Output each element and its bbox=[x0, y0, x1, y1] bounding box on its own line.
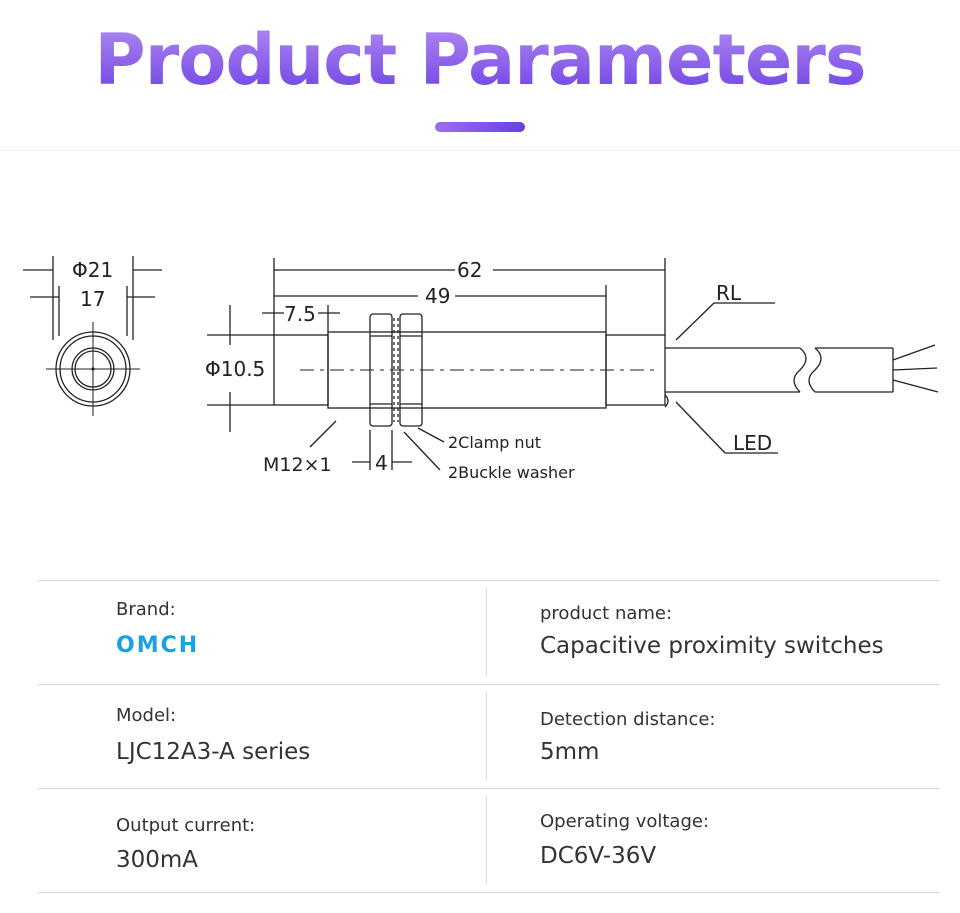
rl-label: RL bbox=[716, 281, 742, 305]
product-name-value: Capacitive proximity switches bbox=[540, 633, 884, 659]
led-label: LED bbox=[733, 431, 772, 455]
outer-dia-label: Φ21 bbox=[72, 258, 113, 282]
table-row: Brand: OMCH product name: Capacitive pro… bbox=[38, 580, 940, 684]
thread-length-label: 49 bbox=[425, 284, 450, 308]
nut-width-label: 4 bbox=[375, 451, 388, 475]
dimension-drawing: Φ21 17 62 49 7.5 Φ10.5 M12×1 4 2Clamp nu… bbox=[23, 256, 939, 482]
model-value: LJC12A3-A series bbox=[116, 739, 311, 765]
output-current-label: Output current: bbox=[116, 815, 256, 836]
operating-voltage-value: DC6V-36V bbox=[540, 843, 657, 869]
front-offset-label: 7.5 bbox=[284, 302, 316, 326]
total-length-label: 62 bbox=[457, 258, 482, 282]
operating-voltage-label: Operating voltage: bbox=[540, 811, 710, 832]
parameter-table: Brand: OMCH product name: Capacitive pro… bbox=[38, 580, 940, 893]
model-label: Model: bbox=[116, 705, 177, 726]
brand-logo: OMCH bbox=[116, 633, 200, 658]
inner-dia-label: 17 bbox=[80, 287, 105, 311]
detection-distance-value: 5mm bbox=[540, 739, 600, 765]
divider bbox=[0, 150, 960, 151]
thread-spec-label: M12×1 bbox=[263, 454, 332, 476]
product-name-label: product name: bbox=[540, 603, 673, 624]
title-underline bbox=[435, 122, 525, 132]
buckle-washer-label: 2Buckle washer bbox=[448, 463, 575, 482]
brand-label: Brand: bbox=[116, 599, 176, 620]
clamp-nut-label: 2Clamp nut bbox=[448, 433, 541, 452]
page-title: Product Parameters bbox=[0, 18, 960, 102]
body-dia-label: Φ10.5 bbox=[205, 357, 265, 381]
output-current-value: 300mA bbox=[116, 847, 199, 873]
table-row: Model: LJC12A3-A series Detection distan… bbox=[38, 684, 940, 788]
detection-distance-label: Detection distance: bbox=[540, 709, 716, 730]
table-row: Output current: 300mA Operating voltage:… bbox=[38, 788, 940, 893]
